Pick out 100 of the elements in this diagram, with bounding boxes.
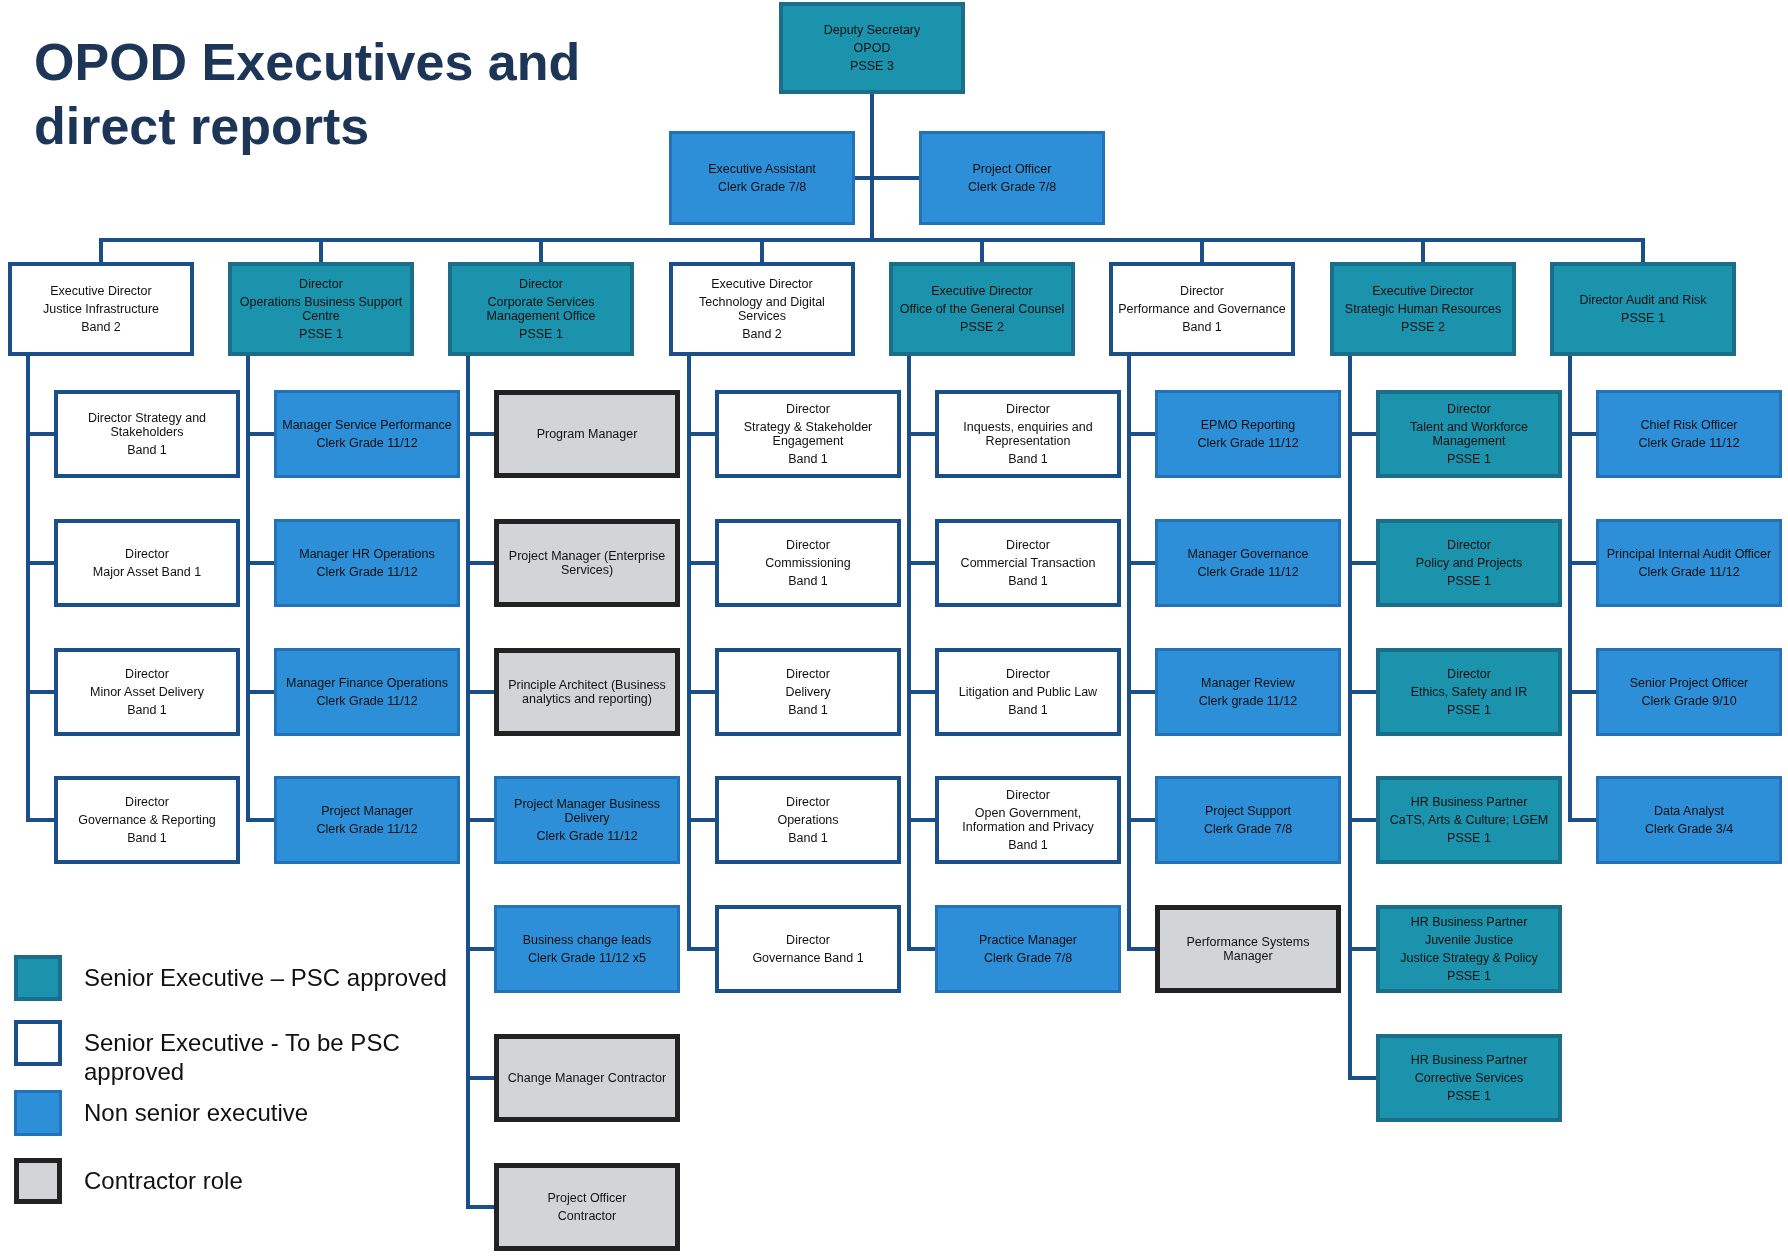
job-title: Director — [1006, 788, 1050, 802]
job-detail: Clerk Grade 11/12 — [1638, 436, 1740, 450]
job-detail: Strategic Human Resources — [1344, 302, 1502, 316]
position-box — [935, 776, 1121, 864]
job-title: Manager HR Operations — [299, 547, 435, 561]
position-box — [1376, 1034, 1562, 1122]
job-title: Deputy Secretary — [823, 23, 921, 37]
job-title: Director — [786, 933, 830, 947]
position-box — [1330, 262, 1516, 356]
job-detail: Clerk Grade 11/12 — [1197, 565, 1299, 579]
job-detail: Strategy & Stakeholder Engagement — [742, 420, 874, 448]
job-detail: Ethics, Safety and IR — [1410, 685, 1528, 699]
job-detail: Justice Strategy & Policy — [1400, 951, 1538, 965]
job-detail: PSSE 1 — [1447, 703, 1491, 717]
job-title: Director — [786, 402, 830, 416]
position-box — [494, 390, 680, 478]
job-detail: PSSE 1 — [1621, 311, 1665, 325]
job-detail: Band 1 — [788, 452, 828, 466]
job-detail: Band 1 — [127, 831, 167, 845]
position-box — [1155, 905, 1341, 993]
position-box — [1155, 776, 1341, 864]
position-box — [1550, 262, 1736, 356]
position-box — [54, 648, 240, 736]
job-title: Manager Review — [1201, 676, 1295, 690]
connector-line — [26, 356, 54, 822]
job-detail: Commissioning — [765, 556, 851, 570]
position-box — [1376, 390, 1562, 478]
job-detail: Corporate Services Management Office — [485, 295, 597, 323]
job-title: Project Manager (Enterprise Services) — [507, 549, 667, 577]
job-detail: Operations — [777, 813, 839, 827]
position-box — [1596, 776, 1782, 864]
job-title: Director — [299, 277, 343, 291]
position-box — [935, 905, 1121, 993]
job-title: Director — [1447, 538, 1491, 552]
job-title: Executive Director — [1372, 284, 1474, 298]
job-detail: Performance and Governance — [1118, 302, 1286, 316]
position-box — [274, 390, 460, 478]
job-detail: PSSE 1 — [1447, 452, 1491, 466]
job-detail: PSSE 1 — [1447, 831, 1491, 845]
connector-line — [1568, 356, 1596, 822]
position-box — [274, 776, 460, 864]
job-detail: Operations Business Support Centre — [238, 295, 404, 323]
job-detail: Clerk Grade 7/8 — [967, 180, 1057, 194]
job-detail: Office of the General Counsel — [899, 302, 1065, 316]
position-box — [1155, 648, 1341, 736]
position-box — [1376, 905, 1562, 993]
position-box — [228, 262, 414, 356]
job-detail: Talent and Workforce Management — [1409, 420, 1529, 448]
position-box — [669, 262, 855, 356]
job-detail: Band 1 — [1008, 452, 1048, 466]
job-detail: OPOD — [853, 41, 891, 55]
position-box — [494, 776, 680, 864]
job-detail: Clerk Grade 7/8 — [983, 951, 1073, 965]
job-detail: PSSE 1 — [1447, 969, 1491, 983]
job-detail: Clerk Grade 11/12 — [316, 565, 418, 579]
connector-line — [246, 356, 274, 822]
position-box — [935, 390, 1121, 478]
position-box — [935, 648, 1121, 736]
job-title: Manager Finance Operations — [286, 676, 448, 690]
job-detail: Minor Asset Delivery — [90, 685, 204, 699]
position-box — [54, 390, 240, 478]
position-box — [494, 1163, 680, 1251]
position-box — [1596, 648, 1782, 736]
job-title: Data Analyst — [1653, 804, 1725, 818]
job-detail: Major Asset Band 1 — [92, 565, 202, 579]
position-box — [1155, 519, 1341, 607]
job-detail: Justice Infrastructure — [43, 302, 159, 316]
job-title: Director Audit and Risk — [1579, 293, 1707, 307]
position-box — [1155, 390, 1341, 478]
job-detail: CaTS, Arts & Culture; LGEM — [1389, 813, 1549, 827]
job-title: Director — [519, 277, 563, 291]
job-detail: PSSE 1 — [299, 327, 343, 341]
job-detail: Clerk Grade 11/12 — [316, 694, 418, 708]
job-title: Director — [786, 538, 830, 552]
job-detail: Inquests, enquiries and Representation — [962, 420, 1094, 448]
job-title: Senior Project Officer — [1629, 676, 1749, 690]
position-box — [715, 905, 901, 993]
job-detail: PSSE 2 — [1401, 320, 1445, 334]
job-title: Director Strategy and Stakeholders — [86, 411, 208, 439]
job-title: Principle Architect (Business analytics and reporting) — [507, 678, 667, 706]
position-box — [1376, 776, 1562, 864]
position-box — [935, 519, 1121, 607]
position-box — [54, 519, 240, 607]
job-title: Executive Director — [931, 284, 1033, 298]
position-box — [1109, 262, 1295, 356]
job-detail: Band 1 — [127, 703, 167, 717]
job-detail: Band 1 — [1008, 838, 1048, 852]
job-detail: Band 1 — [127, 443, 167, 457]
job-detail: PSSE 3 — [850, 59, 894, 73]
position-box — [1376, 519, 1562, 607]
position-box — [1596, 390, 1782, 478]
job-detail: Band 1 — [788, 574, 828, 588]
job-title: Director — [1180, 284, 1224, 298]
job-detail: Clerk grade 11/12 — [1198, 694, 1298, 708]
job-detail: Delivery — [785, 685, 831, 699]
job-detail: Band 1 — [1008, 703, 1048, 717]
position-box — [274, 648, 460, 736]
job-title: Chief Risk Officer — [1640, 418, 1738, 432]
position-box — [919, 131, 1105, 225]
position-box — [715, 776, 901, 864]
